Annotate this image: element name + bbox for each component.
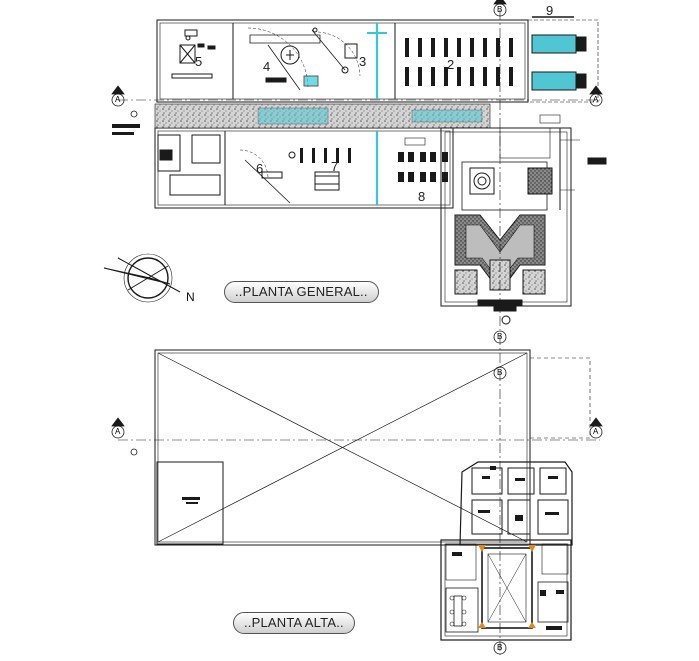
room-number-2: 2 [447, 57, 455, 72]
planta-alta [154, 349, 591, 641]
lower-wing-outline [154, 127, 454, 209]
room-number-3: 3 [359, 54, 367, 69]
annex-lower-outline [440, 539, 572, 641]
axis-markers-alta [111, 110, 603, 655]
axis-label-a-left-general: A [115, 95, 121, 104]
axis-label-a-left-alta: A [115, 427, 121, 436]
planta-general [112, 16, 607, 325]
roof-outline [154, 349, 531, 546]
label-planta-general: ..PLANTA GENERAL.. [224, 281, 379, 303]
axis-label-b-bottom-alta: B [497, 643, 503, 652]
benches-room-2 [405, 38, 513, 86]
room-number-8: 8 [418, 189, 426, 204]
tank-2 [531, 71, 577, 91]
annex-upper-outline [459, 461, 573, 546]
main-building-outline [156, 19, 529, 103]
room-number-4: 4 [263, 59, 271, 74]
room-number-5: 5 [195, 54, 203, 69]
axis-label-b-top-alta: B [497, 332, 503, 341]
room-number-6: 6 [256, 161, 264, 176]
room-number-7: 7 [331, 159, 339, 174]
tank-1 [531, 34, 577, 54]
north-label: N [186, 290, 195, 304]
atrium [481, 547, 533, 629]
axis-label-a-right-general: A [593, 95, 599, 104]
axis-label-a-right-alta: A [593, 427, 599, 436]
north-arrow [103, 253, 181, 303]
label-planta-alta: ..PLANTA ALTA.. [233, 612, 355, 634]
axis-label-b-top-general: B [497, 5, 503, 14]
axis-markers-general [111, 0, 603, 107]
room-number-9: 9 [546, 3, 554, 18]
axis-label-b-mid-alta: B [497, 368, 503, 377]
